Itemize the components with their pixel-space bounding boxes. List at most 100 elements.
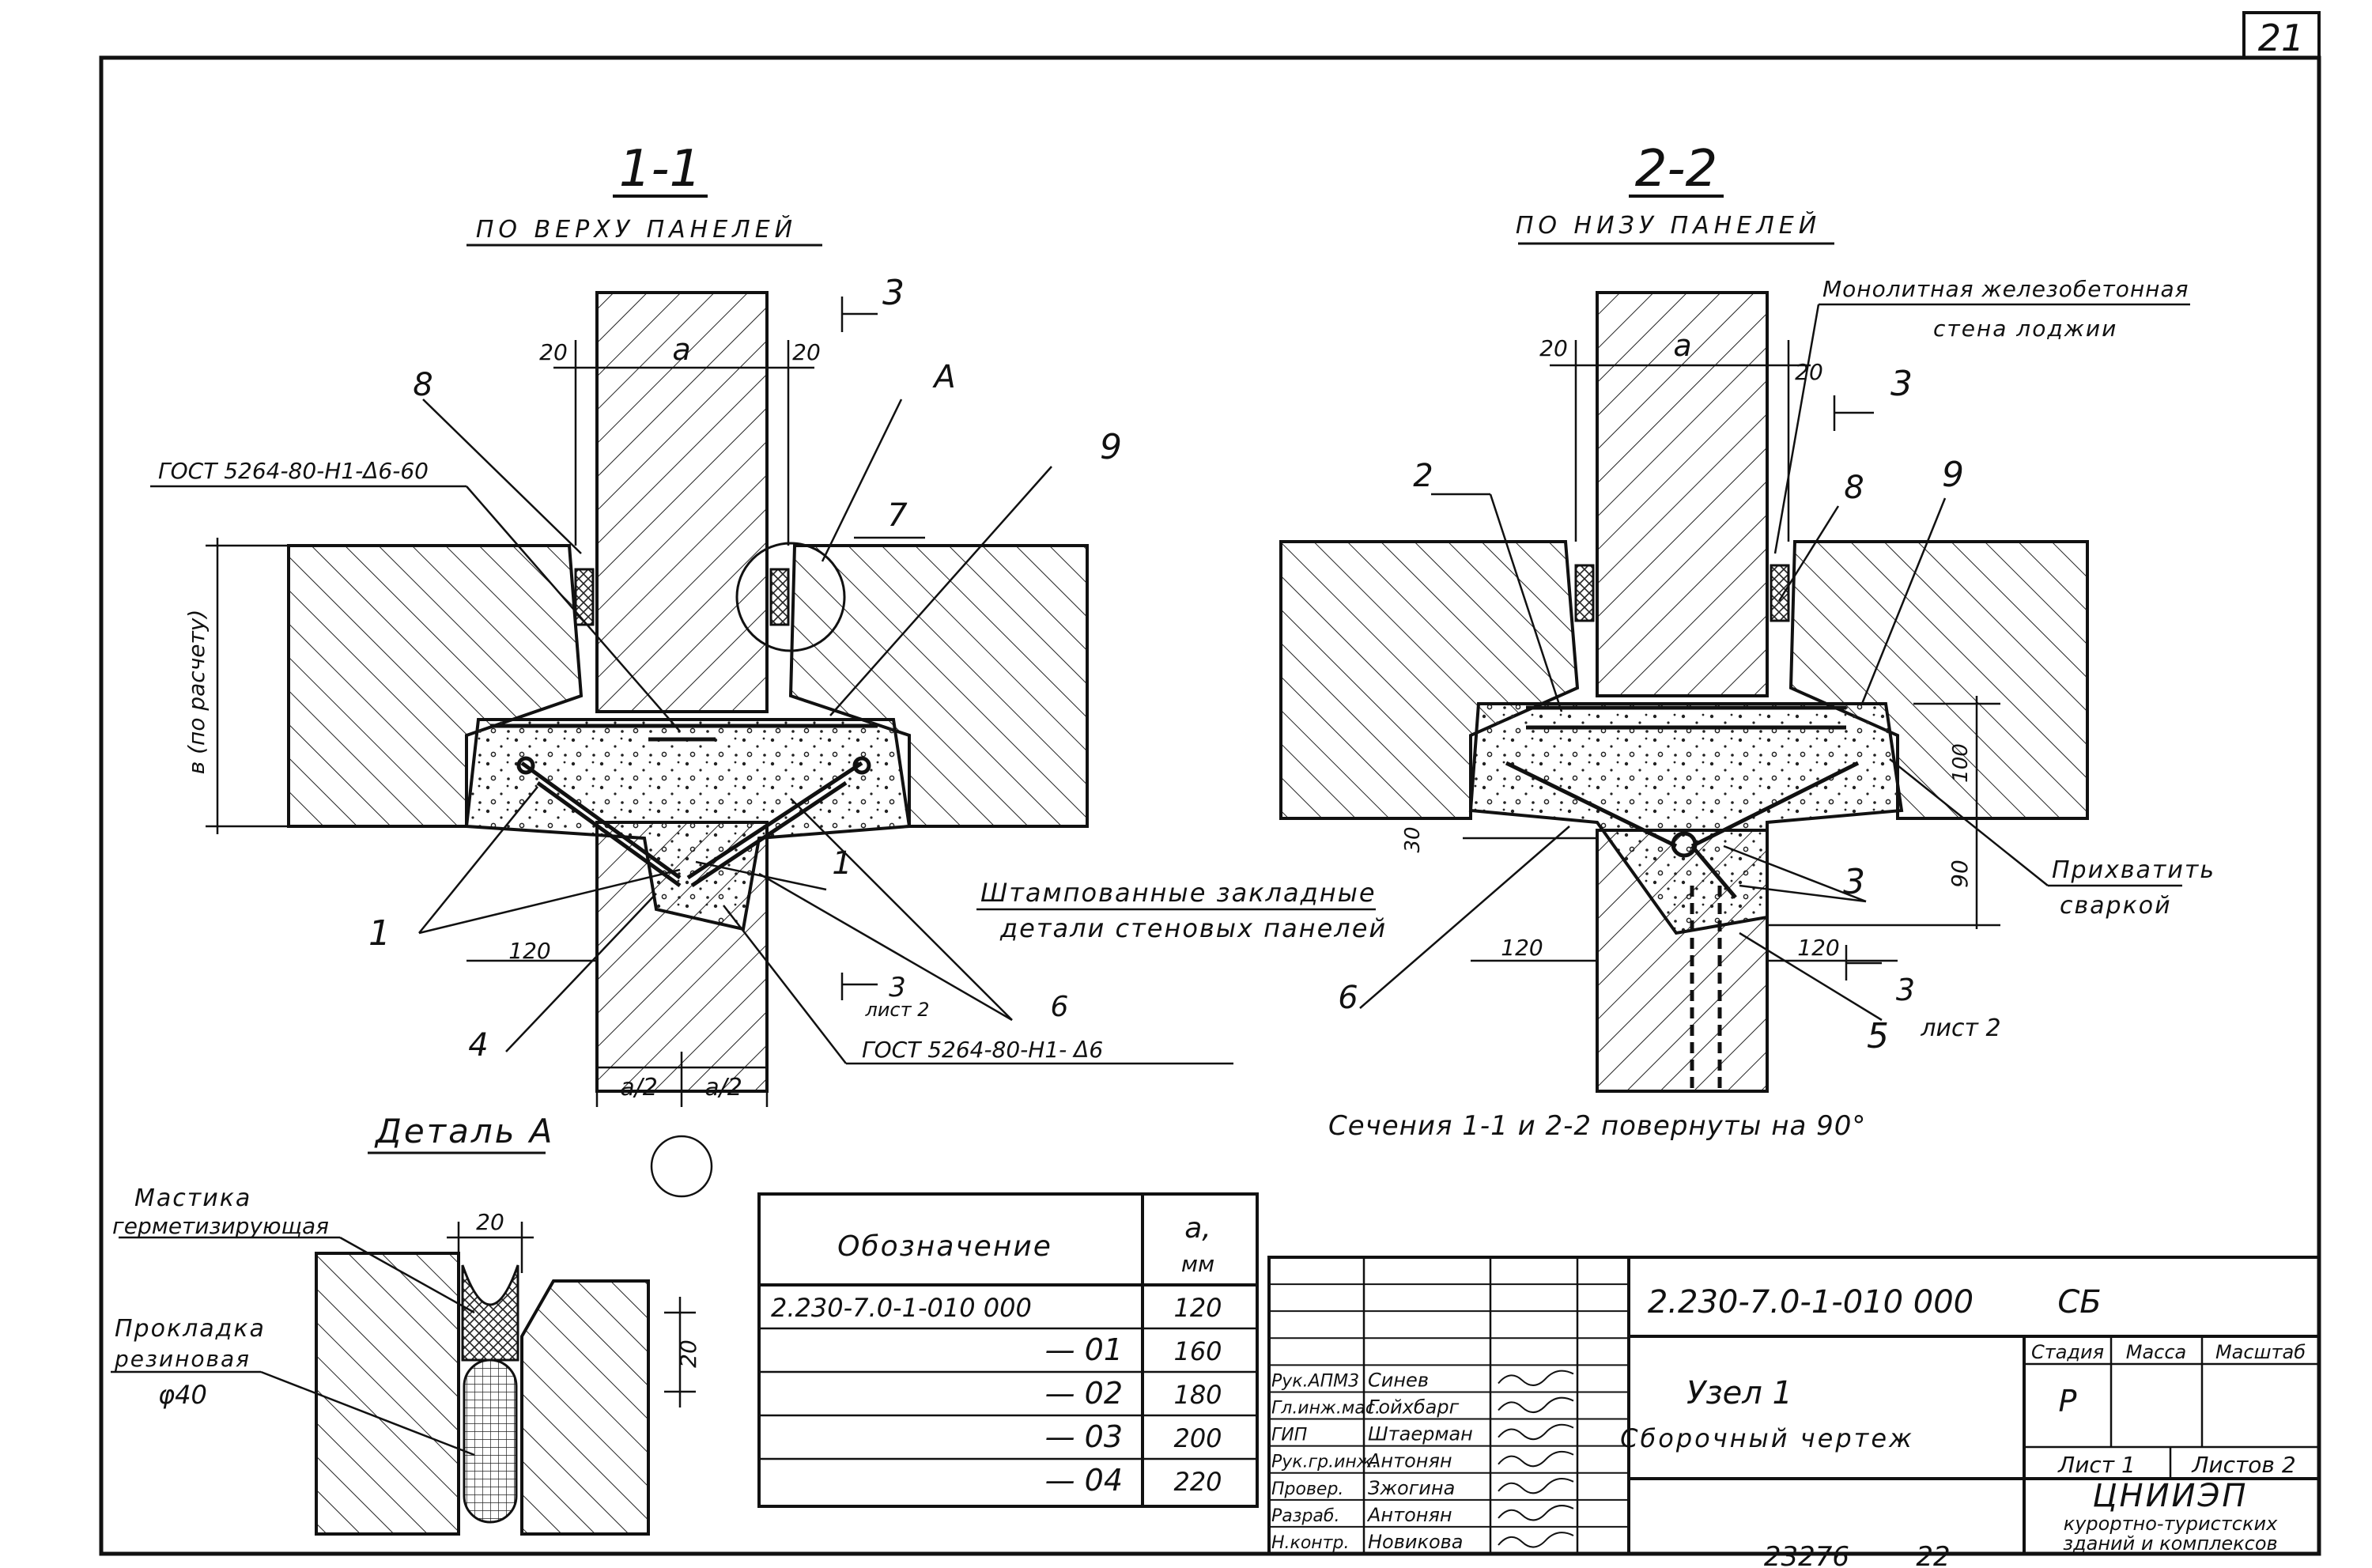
- callout-4: 4: [468, 1027, 488, 1064]
- table-cell-a: 200: [1173, 1423, 1222, 1453]
- signature: [1498, 1370, 1574, 1386]
- staff-role: Разраб.: [1271, 1506, 1339, 1526]
- table-cell-designation: — 04: [1045, 1463, 1123, 1498]
- callout-1-left: 1: [368, 913, 391, 954]
- staff-name: Зжогина: [1368, 1477, 1455, 1499]
- callout-9-1-1: 9: [1100, 427, 1122, 467]
- callout-1-right: 1: [832, 845, 852, 882]
- tb-sheets: Листов 2: [2191, 1452, 2295, 1478]
- section-1-1-title: 1-1: [619, 140, 702, 198]
- note-stamped-1: Штампованные закладные: [980, 878, 1377, 908]
- detail-panel-right: [520, 1279, 650, 1536]
- table-header-a-unit: мм: [1181, 1251, 1214, 1277]
- detail-dim-h: 20: [675, 1339, 701, 1368]
- tb-sheet: Лист 1: [2057, 1452, 2136, 1478]
- dimension-lines-1-1: [206, 340, 814, 1107]
- callout-8-2-2: 8: [1844, 470, 1864, 506]
- table-cell-designation: — 03: [1045, 1419, 1123, 1454]
- floor-panel-right-2-2: [1788, 540, 2089, 820]
- dim-30: 30: [1401, 826, 1425, 852]
- table-cell-designation: — 02: [1045, 1376, 1123, 1411]
- detail-dim-w: 20: [476, 1209, 504, 1235]
- signature: [1498, 1505, 1574, 1521]
- monolithic-joint: [464, 718, 912, 931]
- staff-role: Рук.гр.инж.: [1271, 1453, 1378, 1472]
- section-2-2-title: 2-2: [1635, 140, 1718, 198]
- signature: [1498, 1450, 1574, 1468]
- signature: [1498, 1396, 1574, 1414]
- tb-name-1: Узел 1: [1686, 1375, 1792, 1411]
- dim-90: 90: [1947, 860, 1973, 888]
- rotation-note: Сечения 1-1 и 2-2 повернуты на 90°: [1328, 1110, 1866, 1142]
- table-header-a: a,: [1184, 1212, 1211, 1245]
- staff-role: ГИП: [1271, 1426, 1307, 1445]
- detail-gasket-2: резиновая: [114, 1346, 251, 1372]
- title-block: 2.230-7.0-1-010 000 СБ Узел 1 Сборочный …: [1267, 1256, 2321, 1555]
- section-1-1-subtitle: ПО ВЕРХУ ПАНЕЛЕЙ: [476, 215, 797, 244]
- note-gost-bottom: ГОСТ 5264-80-Н1- Δ6: [862, 1037, 1103, 1063]
- staff-name: Антонян: [1366, 1450, 1452, 1472]
- leaders-2-2: [1359, 303, 2190, 1022]
- tb-org-1: ЦНИИЭП: [2093, 1478, 2249, 1514]
- table-cell-a: 160: [1173, 1336, 1222, 1366]
- sheet-frame: [99, 11, 2321, 1556]
- note-stamped-2: детали стеновых панелей: [999, 913, 1387, 943]
- tb-code: 2.230-7.0-1-010 000: [1648, 1284, 1974, 1321]
- table-header-designation: Обозначение: [837, 1230, 1052, 1263]
- sealant-left: [574, 568, 595, 626]
- staff-role: Рук.АПМ3: [1271, 1371, 1359, 1391]
- table-cell-designation: — 01: [1045, 1332, 1123, 1367]
- signature: [1498, 1532, 1574, 1548]
- staff-role: Провер.: [1271, 1479, 1343, 1499]
- tb-stage-hdr: Стадия: [2031, 1341, 2104, 1363]
- callout-A: А: [931, 359, 955, 395]
- staff-name: Новикова: [1368, 1531, 1464, 1553]
- callout-3-bottom-1-1: 3: [889, 972, 906, 1003]
- callout-3-bottom-2-2: 3: [1896, 973, 1915, 1007]
- staff-name: Гойхбарг: [1368, 1396, 1460, 1419]
- staff-role: Н.контр.: [1271, 1533, 1349, 1553]
- section-2-2: 2-2 ПО НИЗУ ПАНЕЛЕЙ: [1279, 140, 2215, 1093]
- axis-marker: [650, 1135, 713, 1198]
- dim-20-left: 20: [539, 339, 568, 365]
- dimension-lines-2-2: [1463, 340, 2000, 962]
- note-monolith-2: стена лоджии: [1933, 315, 2117, 342]
- wall-panel-vertical: [595, 291, 769, 713]
- detail-gasket-3: φ40: [158, 1380, 207, 1410]
- dim-b-calc: в (по расчету): [183, 610, 210, 775]
- staff-role: Гл.инж.мас.: [1271, 1399, 1381, 1419]
- detail-panel-left: [315, 1252, 460, 1536]
- detail-a: Деталь А 20 20 Мастика герметизирующая П…: [111, 1112, 701, 1536]
- section-2-2-subtitle: ПО НИЗУ ПАНЕЛЕЙ: [1516, 211, 1821, 240]
- dim-a-half-right: a/2: [704, 1074, 742, 1101]
- dim-120-1-1: 120: [508, 938, 550, 964]
- callout-sheet2-2-2: лист 2: [1920, 1014, 2000, 1042]
- detail-a-title: Деталь А: [374, 1112, 555, 1150]
- callout-sheet2-1-1: лист 2: [864, 999, 929, 1021]
- table-cell-designation: 2.230-7.0-1-010 000: [771, 1293, 1032, 1323]
- monolithic-joint-2-2: [1468, 702, 1904, 935]
- page-number: 21: [2258, 17, 2305, 59]
- leaders-1-1: [150, 297, 1376, 1065]
- floor-panel-left-2-2: [1279, 540, 1580, 820]
- sealant-right: [769, 568, 790, 626]
- callout-5: 5: [1867, 1016, 1889, 1056]
- staff-name: Синев: [1368, 1369, 1429, 1391]
- callout-7: 7: [887, 497, 908, 534]
- dim-100: 100: [1949, 743, 1973, 783]
- dim-a-2-2: a: [1673, 328, 1691, 363]
- dim-a: a: [672, 332, 690, 367]
- note-weld-1: Прихватить: [2052, 856, 2215, 884]
- callout-3-top-2-2: 3: [1890, 364, 1913, 404]
- detail-mastic-2: герметизирующая: [112, 1213, 329, 1239]
- tb-scale-hdr: Масштаб: [2215, 1341, 2306, 1363]
- title-block-grid: [1269, 1283, 1629, 1528]
- callout-6-2-2: 6: [1338, 980, 1358, 1016]
- section-1-1: 1-1 ПО ВЕРХУ ПАНЕЛЕЙ: [150, 140, 1387, 1198]
- tb-org-3: зданий и комплексов: [2063, 1532, 2277, 1555]
- note-monolith-1: Монолитная железобетонная: [1822, 276, 2189, 302]
